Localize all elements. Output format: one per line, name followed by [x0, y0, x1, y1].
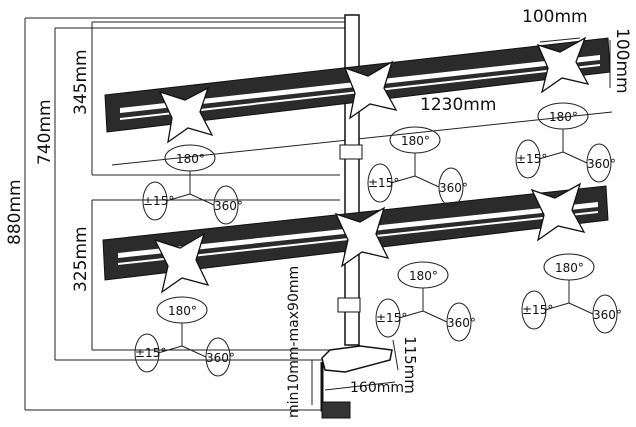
vesa-plate — [158, 86, 214, 144]
tilt-icon — [375, 298, 401, 338]
mount-pole — [337, 14, 363, 346]
rotation-symbol: 180° ±15° 360° — [515, 102, 616, 183]
pan-icon — [592, 294, 618, 334]
vesa-plate — [343, 60, 398, 120]
swivel-icon — [389, 126, 441, 154]
vesa-plate — [334, 206, 390, 268]
tilt-icon — [367, 163, 393, 203]
rotation-symbol: 180° ±15° 360° — [142, 144, 243, 225]
vesa-plate — [530, 182, 586, 242]
pan-icon — [586, 143, 612, 183]
swivel-icon — [543, 253, 595, 281]
tilt-label: ±15° — [522, 303, 553, 317]
label-880mm: 880mm — [5, 179, 25, 245]
swivel-icon — [156, 296, 208, 324]
pan-label: 360° — [593, 308, 622, 322]
label-160mm: 160mm — [350, 380, 404, 396]
pan-label: 360° — [206, 351, 235, 365]
tilt-icon — [134, 333, 160, 373]
label-desk-thickness: min10mm-max90mm — [286, 266, 302, 418]
label-vesa-height: 100mm — [612, 28, 632, 94]
pan-icon — [438, 167, 464, 207]
label-345mm: 345mm — [71, 49, 91, 115]
tilt-label: ±15° — [143, 194, 174, 208]
rotation-symbol: 180° ±15° 360° — [375, 261, 476, 342]
tilt-label: ±15° — [368, 176, 399, 190]
tilt-label: ±15° — [135, 346, 166, 360]
swivel-label: 180° — [168, 304, 197, 318]
swivel-icon — [397, 261, 449, 289]
vesa-plates — [153, 36, 590, 294]
pan-label: 360° — [214, 199, 243, 213]
swivel-label: 180° — [409, 269, 438, 283]
swivel-label: 180° — [401, 134, 430, 148]
swivel-label: 180° — [549, 110, 578, 124]
dimension-lines — [24, 17, 613, 411]
label-325mm: 325mm — [71, 226, 91, 292]
swivel-icon — [537, 102, 589, 130]
swivel-icon — [164, 144, 216, 172]
tilt-icon — [521, 290, 547, 330]
tilt-label: ±15° — [376, 311, 407, 325]
tilt-label: ±15° — [516, 152, 547, 166]
pan-label: 360° — [447, 316, 476, 330]
label-1230mm: 1230mm — [420, 95, 496, 115]
label-vesa-width: 100mm — [522, 7, 588, 27]
rotation-symbol: 180° ±15° 360° — [521, 253, 622, 334]
tilt-icon — [142, 181, 168, 221]
pan-icon — [205, 337, 231, 377]
swivel-label: 180° — [555, 261, 584, 275]
vesa-plate — [536, 36, 590, 94]
rotation-symbol: 180° ±15° 360° — [367, 126, 468, 207]
pan-icon — [446, 302, 472, 342]
pan-icon — [213, 185, 239, 225]
tilt-icon — [515, 139, 541, 179]
swivel-label: 180° — [176, 152, 205, 166]
pan-label: 360° — [587, 157, 616, 171]
pan-label: 360° — [439, 181, 468, 195]
desk-clamp — [320, 345, 393, 419]
label-115mm: 115mm — [401, 336, 419, 394]
vesa-plate — [153, 232, 210, 294]
label-740mm: 740mm — [35, 99, 55, 165]
rotation-symbol: 180° ±15° 360° — [134, 296, 235, 377]
